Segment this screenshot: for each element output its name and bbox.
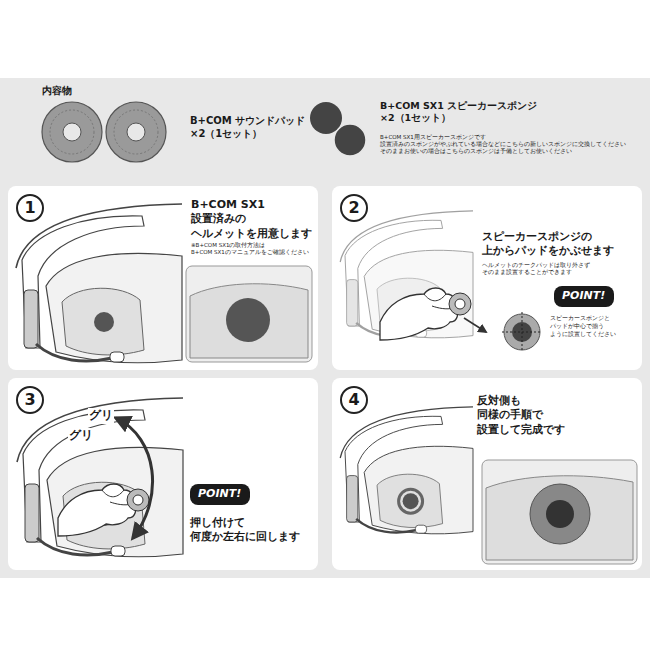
step-text: スピーカースポンジと パッドが中心で揃う ように設置してください xyxy=(550,314,616,337)
step-number-text: 1 xyxy=(24,198,35,219)
text-line: B+COM サウンドパッド xyxy=(190,114,305,127)
contents-label: B+COM SX1用スピーカースポンジです 設置済みのスポンジがやぶれている場合… xyxy=(380,134,626,155)
text-line: B+COM SX1用スピーカースポンジです xyxy=(380,134,626,141)
text-line: B+COM SX1 xyxy=(191,198,312,212)
step-text: グリ xyxy=(88,408,114,424)
point-badge: POINT! xyxy=(190,484,250,505)
step-text: ヘルメットのチークパッドは取り外さず そのまま設置することができます xyxy=(482,262,590,276)
text-line: 同様の手順で xyxy=(477,408,565,422)
contents-label: B+COM サウンドパッド ×2（1セット） xyxy=(190,114,305,140)
text-line: 押し付けて xyxy=(190,516,300,530)
text-line: ように設置してください xyxy=(550,330,616,338)
text-line: 設置済みの xyxy=(191,212,312,226)
step-panel: 反対側も 同様の手順で 設置して完成です 4 xyxy=(332,378,642,570)
text-line: 設置済みのスポンジがやぶれている場合などにこちらの新しいスポンジに交換してくださ… xyxy=(380,141,626,148)
text-line: 上からパッドをかぶせます xyxy=(482,244,614,258)
text-line: スピーカースポンジと xyxy=(550,314,616,322)
step-number: 1 xyxy=(16,194,44,222)
text-line: ×2（1セット） xyxy=(380,112,537,124)
step-number-text: 3 xyxy=(24,390,35,411)
text-line: 反対側も xyxy=(477,394,565,408)
text-line: スピーカースポンジの xyxy=(482,230,614,244)
text-line: B+COM SX1 スピーカースポンジ xyxy=(380,100,537,112)
step-panel: グリグリ押し付けて 何度か左右に回します3POINT! xyxy=(8,378,318,570)
point-badge: POINT! xyxy=(554,286,614,307)
text-line: B+COM SX1のマニュアルをご確認ください xyxy=(191,249,309,256)
text-line: ヘルメットのチークパッドは取り外さず xyxy=(482,262,590,269)
text-line: そのままお使いの場合はこちらのスポンジは予備としてお使いください xyxy=(380,148,626,155)
contents-label: B+COM SX1 スピーカースポンジ ×2（1セット） xyxy=(380,100,537,125)
step-number: 2 xyxy=(340,194,368,222)
step-panel: スピーカースポンジの 上からパッドをかぶせますヘルメットのチークパッドは取り外さ… xyxy=(332,186,642,370)
section-heading: 内容物 xyxy=(42,84,72,97)
text-line: そのまま設置することができます xyxy=(482,269,590,276)
step-panel: B+COM SX1 設置済みの ヘルメットを用意します※B+COM SX1の取付… xyxy=(8,186,318,370)
step-text: 押し付けて 何度か左右に回します xyxy=(190,516,300,545)
text-line: パッドが中心で揃う xyxy=(550,322,616,330)
step-number-text: 2 xyxy=(348,198,359,219)
point-text: POINT! xyxy=(198,487,241,501)
text-line: 設置して完成です xyxy=(477,423,565,437)
text-line: ×2（1セット） xyxy=(190,127,305,140)
step-number-text: 4 xyxy=(348,390,359,411)
point-text: POINT! xyxy=(562,289,605,303)
step-number: 4 xyxy=(340,386,368,414)
step-number: 3 xyxy=(16,386,44,414)
step-text: スピーカースポンジの 上からパッドをかぶせます xyxy=(482,230,614,259)
step-text: B+COM SX1 設置済みの ヘルメットを用意します xyxy=(191,198,312,241)
step-text: ※B+COM SX1の取付方法は B+COM SX1のマニュアルをご確認ください xyxy=(191,242,309,256)
step-text: グリ xyxy=(68,428,94,444)
text-line: ヘルメットを用意します xyxy=(191,227,312,241)
text-line: ※B+COM SX1の取付方法は xyxy=(191,242,309,249)
text-line: 何度か左右に回します xyxy=(190,530,300,544)
step-text: 反対側も 同様の手順で 設置して完成です xyxy=(477,394,565,437)
